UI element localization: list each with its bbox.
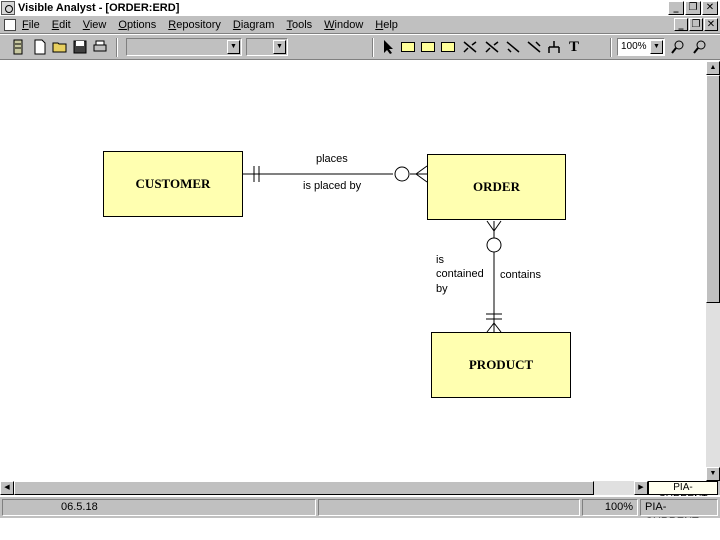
diagram-canvas[interactable]: CUSTOMER ORDER PRODUCT places is placed … [0,61,706,481]
save-icon[interactable] [72,39,88,55]
attributive-entity-icon[interactable] [441,42,455,52]
toolbar: ▼ ▼ T 100% ▼ [0,35,720,60]
entity-icon[interactable] [401,42,415,52]
scroll-up-button[interactable]: ▲ [706,61,720,75]
style-combo[interactable]: ▼ [126,38,242,56]
scroll-left-button[interactable]: ◀ [0,481,14,495]
toolbar-separator [372,38,374,57]
scroll-down-button[interactable]: ▼ [706,467,720,481]
menu-tools[interactable]: Tools [286,18,313,31]
relationship-label-is-contained-by-1[interactable]: is [436,254,444,266]
doc-minimize-button[interactable]: _ [674,18,688,31]
relationship-one-one-icon[interactable] [505,39,521,55]
repository-icon[interactable] [10,39,26,55]
status-zoom: 100% [582,499,638,516]
vertical-scroll-track[interactable] [706,303,720,467]
relationship-lines [243,165,502,333]
menu-file[interactable]: File [22,18,40,31]
document-window-controls: _ ❐ ✕ [674,18,718,31]
menu-repository[interactable]: Repository [168,18,221,31]
toolbar-separator [610,38,612,57]
size-combo[interactable]: ▼ [246,38,288,56]
scroll-right-button[interactable]: ▶ [634,481,648,495]
doc-close-button[interactable]: ✕ [704,18,718,31]
menu-options[interactable]: Options [118,18,157,31]
doc-restore-button[interactable]: ❐ [689,18,703,31]
window-title: Visible Analyst - [ORDER:ERD] [18,2,180,14]
menu-window[interactable]: Window [324,18,364,31]
vertical-scroll-thumb[interactable] [706,75,720,303]
print-icon[interactable] [92,39,108,55]
menu-view[interactable]: View [82,18,107,31]
document-icon[interactable] [4,18,16,31]
pointer-icon[interactable] [380,39,396,55]
text-tool-icon[interactable]: T [568,39,579,55]
zoom-value: 100% [621,41,647,52]
open-folder-icon[interactable] [52,39,68,55]
relationship-label-is-contained-by-2[interactable]: contained [436,268,484,280]
entity-order[interactable]: ORDER [427,154,566,220]
chevron-down-icon[interactable]: ▼ [227,40,240,54]
menu-help[interactable]: Help [375,18,398,31]
entity-product[interactable]: PRODUCT [431,332,571,398]
relationship-label-contains[interactable]: contains [500,269,541,281]
status-bar: 06.5.18 100% PIA-CURRENT [0,496,720,528]
horizontal-scroll-thumb[interactable] [14,481,594,495]
relationship-label-is-placed-by[interactable]: is placed by [303,180,362,192]
title-bar: Visible Analyst - [ORDER:ERD] _ ❐ ✕ [0,0,720,16]
relationship-many-many-icon[interactable] [484,39,500,55]
view-name-box: PIA-CURRENT [648,481,718,505]
zoom-select[interactable]: 100% ▼ [617,38,665,56]
zoom-out-icon[interactable] [692,39,708,55]
horizontal-scrollbar[interactable]: ◀ ▶ PIA-CURRENT [0,481,720,505]
vertical-scrollbar[interactable]: ▲ ▼ [706,61,720,481]
relationship-label-is-contained-by-3[interactable]: by [436,283,448,295]
minimize-button[interactable]: _ [668,1,684,15]
toolbar-separator [116,38,118,57]
associative-entity-icon[interactable] [421,42,435,52]
desktop-area [0,518,720,540]
app-icon[interactable] [1,1,15,15]
entity-customer[interactable]: CUSTOMER [103,151,243,217]
restore-button[interactable]: ❐ [685,1,701,15]
status-message [318,499,580,516]
window-controls: _ ❐ ✕ [668,1,718,15]
menu-bar: File Edit View Options Repository Diagra… [0,16,720,34]
subtype-icon[interactable] [546,39,562,55]
new-file-icon[interactable] [32,39,48,55]
menu-diagram[interactable]: Diagram [232,18,275,31]
close-button[interactable]: ✕ [702,1,718,15]
horizontal-scroll-track[interactable] [594,481,634,495]
relationship-optional-icon[interactable] [526,39,542,55]
chevron-down-icon[interactable]: ▼ [273,40,286,54]
chevron-down-icon[interactable]: ▼ [650,40,663,54]
relationship-one-many-icon[interactable] [462,39,478,55]
relationship-label-places[interactable]: places [316,153,348,165]
status-view: PIA-CURRENT [640,499,718,528]
zoom-in-icon[interactable] [670,39,686,55]
status-version: 06.5.18 [2,499,316,516]
menu-edit[interactable]: Edit [51,18,71,31]
